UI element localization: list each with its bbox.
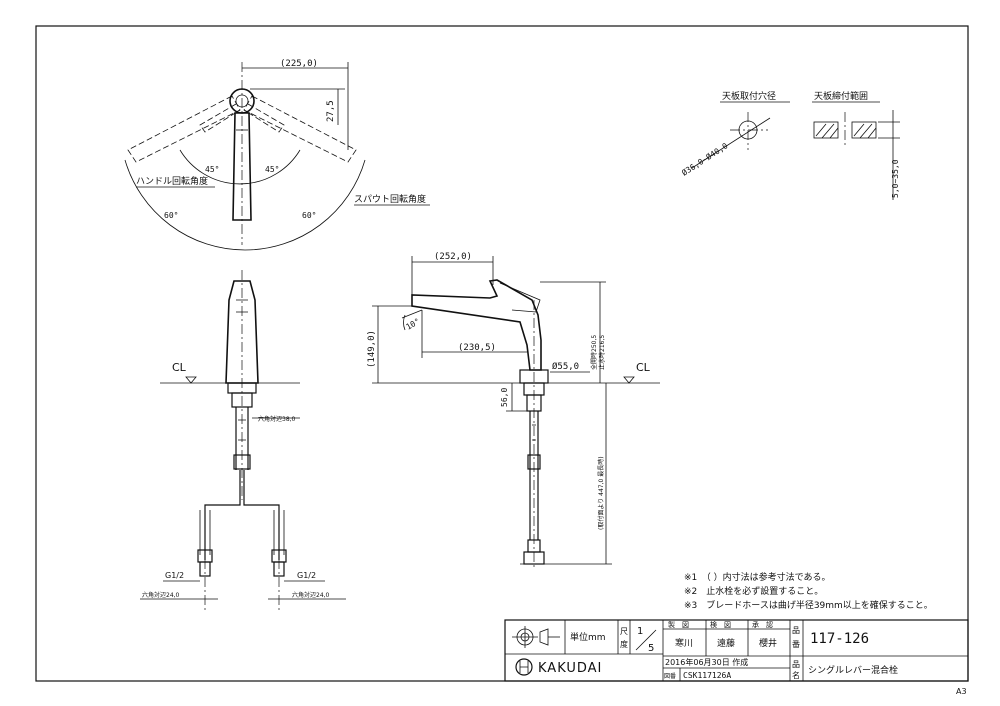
front-hex-left: 六角対辺24,0 — [142, 591, 180, 599]
dim-side-below: 56,0 — [500, 388, 509, 407]
name-check: 遠藤 — [717, 637, 735, 649]
clamp-detail: 天板締付範囲 5,0~35,0 — [812, 90, 900, 200]
front-view: CL 六角対辺38,0 G1/2 G1/2 六角対辺24,0 六角対辺24,0 — [140, 270, 346, 610]
header-made: 製 図 — [668, 620, 689, 629]
drawing-no: CSK117126A — [683, 671, 731, 680]
dim-top-offset: 27,5 — [326, 100, 336, 122]
hole-detail-dim: Ø36,0~Ø40,0 — [680, 140, 730, 177]
hole-detail-title: 天板取付穴径 — [722, 90, 776, 102]
note-2: ※2 止水栓を必ず設置すること。 — [684, 585, 823, 597]
sheet-border — [35, 25, 969, 682]
front-hex-top: 六角対辺38,0 — [258, 415, 296, 423]
dim-side-reach: (230,5) — [458, 343, 496, 353]
side-cl-label: CL — [636, 361, 651, 374]
front-fitting-right: G1/2 — [297, 571, 316, 580]
front-cl-label: CL — [172, 361, 187, 374]
angle-right-45: 45° — [265, 165, 279, 174]
front-hex-right: 六角対辺24,0 — [292, 591, 330, 599]
scale-label-1: 尺 — [620, 627, 628, 636]
name-approve: 櫻井 — [759, 637, 777, 649]
drawing-no-label: 図番 — [664, 673, 676, 680]
angle-outer-left: 60° — [164, 211, 178, 220]
sheet-size: A3 — [956, 687, 967, 696]
top-view: (225,0) 27,5 45° 45° 60° 60° ハンドル回転角度 スパ… — [124, 59, 430, 251]
label-number-1: 品 — [792, 626, 800, 635]
spout-angle-label: スパウト回転角度 — [354, 193, 426, 205]
scale-label-2: 度 — [620, 639, 628, 649]
part-number: 117-126 — [810, 631, 869, 647]
hole-detail: 天板取付穴径 Ø36,0~Ø40,0 — [680, 90, 790, 178]
clamp-detail-dim: 5,0~35,0 — [891, 159, 900, 198]
side-angle: 10° — [405, 317, 422, 332]
dim-side-total-open: 全開時250,5 — [590, 335, 598, 370]
unit-label: 単位mm — [570, 631, 606, 643]
header-check: 検 図 — [710, 620, 731, 629]
note-3: ※3 ブレードホースは曲げ半径39mm以上を確保すること。 — [684, 599, 933, 611]
front-fitting-left: G1/2 — [165, 571, 184, 580]
note-1: ※1 （ ）内寸法は参考寸法である。 — [684, 571, 831, 583]
label-number-2: 番 — [792, 639, 800, 649]
angle-left-45: 45° — [205, 165, 219, 174]
product-name: シングルレバー混合栓 — [808, 664, 898, 676]
projection-symbol-icon — [512, 626, 560, 648]
scale-numerator: 1 — [637, 626, 643, 637]
angle-outer-right: 60° — [302, 211, 316, 220]
label-name-1: 品 — [792, 660, 800, 669]
notes: ※1 （ ）内寸法は参考寸法である。 ※2 止水栓を必ず設置すること。 ※3 ブ… — [684, 571, 933, 611]
clamp-detail-title: 天板締付範囲 — [814, 90, 868, 102]
dim-side-height: (149,0) — [367, 330, 377, 368]
handle-angle-label: ハンドル回転角度 — [136, 175, 208, 187]
scale-denominator: 5 — [648, 643, 654, 654]
header-approve: 承 認 — [752, 620, 773, 629]
dim-side-base: Ø55,0 — [552, 361, 579, 372]
dim-side-total-closed: 止水時216,5 — [598, 335, 606, 370]
dim-side-length: (252,0) — [434, 252, 472, 262]
dim-top-width: (225,0) — [280, 59, 318, 69]
name-made: 寒川 — [675, 637, 693, 649]
kakudai-logo: KAKUDAI — [515, 658, 602, 676]
logo-text: KAKUDAI — [538, 661, 602, 676]
dim-side-hose: (取付面より 447,0 最長時) — [597, 456, 605, 530]
label-name-2: 名 — [792, 670, 800, 680]
drawing-date: 2016年06月30日 作成 — [665, 657, 748, 667]
title-block: 単位mm 尺 度 1 5 製 図 検 図 承 認 寒川 遠藤 櫻井 品 番 11… — [504, 619, 969, 682]
side-view: (252,0) 10° (230,5) (149,0) Ø55,0 56,0 全… — [367, 252, 660, 570]
